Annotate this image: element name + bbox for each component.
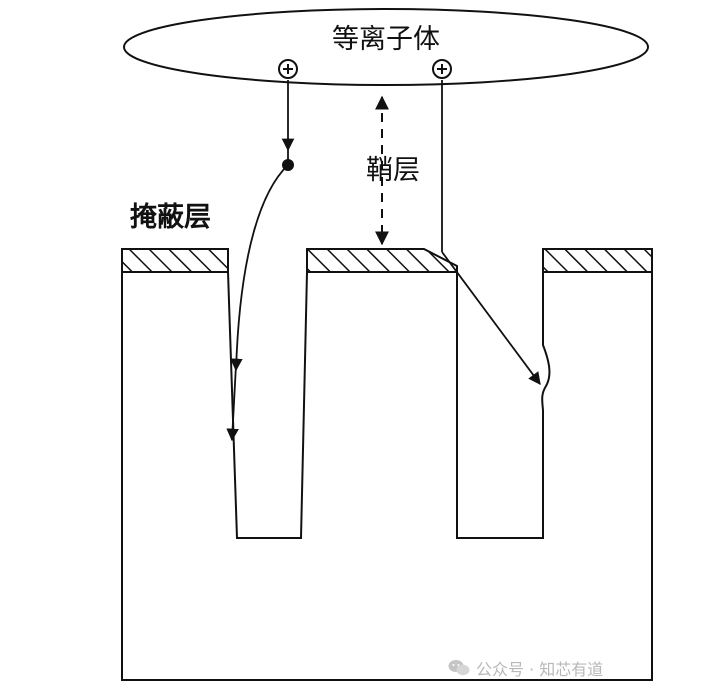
ion-trajectory-left-curve [230,164,289,372]
plasma-label: 等离子体 [332,24,440,55]
mask-block-middle [306,248,458,273]
watermark-text: 公众号 · 知芯有道 [476,660,604,679]
wechat-icon [448,660,470,676]
mask-block-left [121,248,229,273]
substrate-outline [121,271,653,681]
mask-layer-label: 掩蔽层 [130,202,211,233]
positive-ion-icon [432,59,452,79]
ion-trajectory-right-deflected [441,251,541,386]
sheath-label: 鞘层 [366,155,420,186]
positive-ion-icon [278,59,298,79]
watermark: 公众号 · 知芯有道 [448,656,603,680]
mask-block-right [542,248,653,273]
plasma-ellipse [123,8,649,86]
